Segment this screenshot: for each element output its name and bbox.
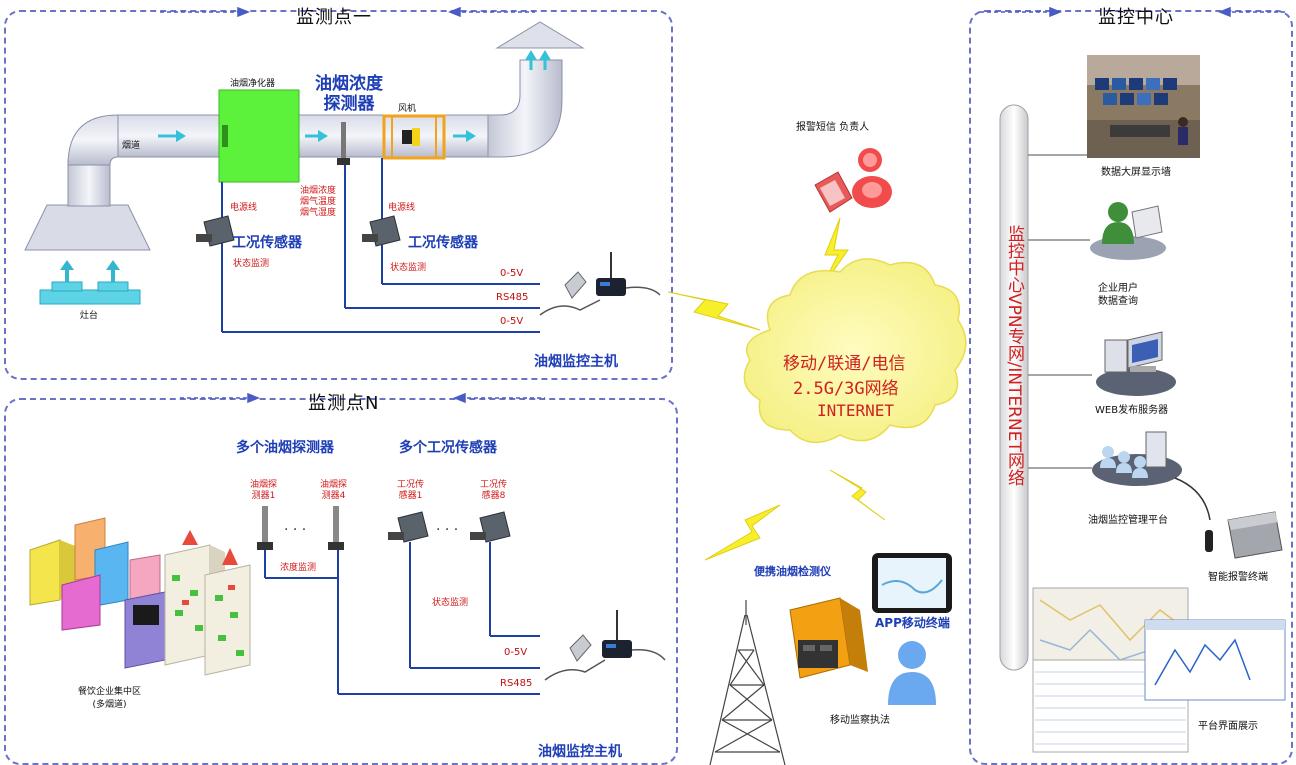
vpn-backbone-text: 监控中心VPN专网/INTERNET网络	[1004, 225, 1024, 486]
cloud-line-2: 2.5G/3G网络	[793, 379, 899, 399]
portable-detector-label: 便携油烟检测仪	[754, 565, 831, 578]
title-arrows-p1	[160, 6, 535, 18]
monitoring-host-device-1	[539, 252, 661, 316]
enterprise-user-icon	[1090, 202, 1166, 260]
condition-sensor-1	[196, 215, 235, 247]
mobile-enforcement-label: 移动监察执法	[830, 715, 890, 726]
detector-ellipsis: · · ·	[284, 522, 307, 538]
cloud-line-1: 移动/联通/电信	[783, 354, 906, 374]
platform-screenshots	[1032, 587, 1286, 753]
network-cloud	[743, 258, 967, 444]
smart-alarm-terminal-icon	[1205, 511, 1283, 559]
alarm-sms-label: 报警短信 负责人	[796, 122, 870, 133]
monitoring-point-1-title: 监测点一	[296, 7, 372, 28]
measurements-label: 油烟浓度 烟气温度 烟气湿度	[300, 186, 337, 218]
app-terminal-label: APP移动终端	[875, 616, 950, 630]
sensor-8-label: 工况传 感器8	[480, 480, 508, 501]
enterprise-user-label: 企业用户 数据查询	[1098, 283, 1138, 307]
condition-sensor-2	[362, 215, 401, 247]
alarm-sms-icon	[814, 148, 892, 213]
condition-sensor-label-2: 工况传感器	[408, 235, 478, 251]
data-wall-label: 数据大屏显示墙	[1101, 167, 1171, 178]
restaurant-district-label: 餐饮企业集中区 (多烟道)	[78, 687, 142, 710]
monitoring-host-device-n	[544, 610, 666, 681]
signal-rs485-label: RS485	[496, 292, 529, 303]
vpn-backbone-label: 监控中心VPN专网/INTERNET网络	[1000, 225, 1028, 486]
mobile-enforcement-icon	[888, 641, 936, 705]
detector-4-label: 油烟探 测器4	[320, 480, 348, 501]
state-monitor-label-2: 状态监测	[390, 263, 427, 273]
detector-label: 油烟浓度 探测器	[315, 74, 383, 114]
web-server-label: WEB发布服务器	[1095, 405, 1169, 416]
oil-fume-purifier	[218, 89, 300, 183]
monitoring-point-1-panel	[4, 10, 673, 380]
signal-05v-label-b: 0-5V	[500, 316, 524, 327]
monitoring-center-panel	[969, 10, 1293, 765]
fan-label: 风机	[398, 104, 417, 114]
signal-05v-label-n: 0-5V	[504, 647, 528, 658]
signal-05v-label-a: 0-5V	[500, 268, 524, 279]
smart-alarm-terminal-label: 智能报警终端	[1208, 572, 1268, 583]
power-line-label-2: 电源线	[388, 203, 416, 213]
vpn-backbone-pipe	[999, 104, 1029, 671]
monitoring-host-label-1: 油烟监控主机	[534, 354, 618, 370]
monitoring-host-label-n: 油烟监控主机	[538, 744, 622, 760]
multi-detectors-label: 多个油烟探测器	[236, 440, 334, 456]
wiring-panel-n	[264, 542, 540, 695]
monitoring-point-n-panel	[4, 398, 678, 765]
sensor-1-label: 工况传 感器1	[397, 480, 425, 501]
concentration-monitor-label: 浓度监测	[280, 563, 317, 573]
signal-tower	[709, 600, 786, 765]
purifier-label: 油烟净化器	[230, 79, 276, 89]
restaurant-buildings	[29, 517, 251, 676]
stove-label: 灶台	[80, 311, 99, 321]
title-arrows-pn	[180, 392, 545, 404]
cloud-line-3: INTERNET	[817, 401, 895, 420]
power-line-label-1: 电源线	[230, 203, 258, 213]
platform-screens-label: 平台界面展示	[1198, 721, 1258, 732]
data-wall-photo	[1087, 55, 1200, 158]
backbone-connectors	[1028, 154, 1092, 469]
app-tablet-device	[872, 553, 952, 613]
monitoring-center-title: 监控中心	[1098, 7, 1174, 28]
condition-sensors-n	[388, 511, 511, 543]
sensor-ellipsis: · · ·	[436, 522, 459, 538]
flue-label: 烟道	[122, 141, 141, 151]
detector-probes-n	[257, 506, 344, 550]
detector-1-label: 油烟探 测器1	[250, 480, 278, 501]
title-arrows-center	[980, 6, 1285, 18]
stove	[39, 260, 141, 305]
state-monitor-label-1: 状态监测	[233, 259, 270, 269]
multi-sensors-label: 多个工况传感器	[399, 440, 497, 456]
wireless-links	[667, 217, 886, 561]
condition-sensor-label-1: 工况传感器	[232, 235, 302, 251]
monitoring-point-n-title: 监测点N	[308, 393, 380, 414]
management-platform-icon	[1092, 431, 1211, 521]
signal-rs485-label-n: RS485	[500, 678, 533, 689]
fan	[382, 114, 446, 160]
fume-detector-probe	[337, 122, 350, 165]
portable-detector-device	[789, 597, 868, 679]
state-monitor-label-n: 状态监测	[432, 598, 469, 608]
web-server-icon	[1096, 331, 1176, 396]
management-platform-label: 油烟监控管理平台	[1088, 515, 1168, 526]
